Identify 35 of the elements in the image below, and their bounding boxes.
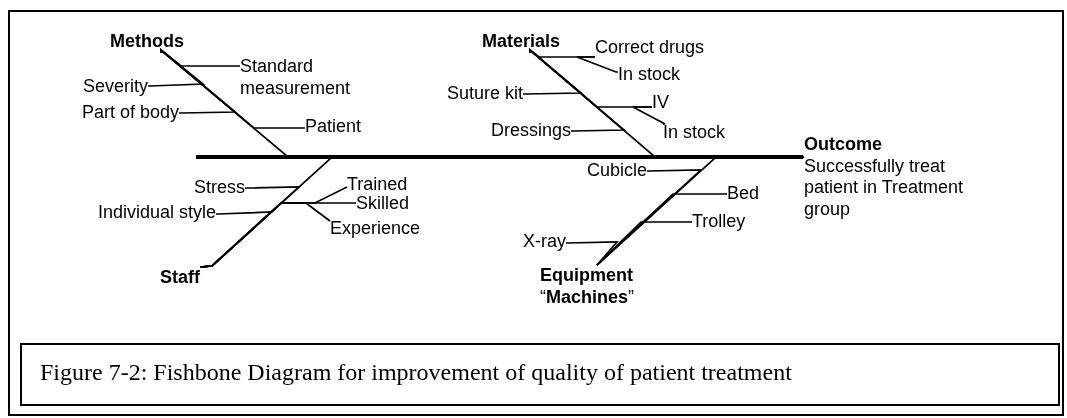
category-subtitle: “Machines” (540, 286, 635, 309)
cause-label: Correct drugs (595, 37, 705, 59)
cause-label: Skilled (356, 193, 410, 215)
cause-label: Bed (727, 183, 760, 205)
cause-rib (160, 48, 306, 129)
cause-label: Dressings (490, 120, 571, 142)
outcome-text: Successfully treat patient in Treatment group (804, 155, 965, 221)
cause-label: Trained (347, 174, 408, 196)
cause-label: Patient (305, 116, 362, 138)
figure-caption: Figure 7-2: Fishbone Diagram for improvement of quality of patient treatment (40, 359, 792, 386)
cause-label: In stock (618, 64, 681, 86)
cause-label: Suture kit (446, 83, 523, 105)
cause-label: Part of body (81, 102, 179, 124)
outcome-heading: Outcome (804, 134, 883, 156)
cause-rib (565, 241, 619, 266)
cause-label: Cubicle (586, 160, 647, 182)
cause-rib (596, 193, 728, 266)
cause-label: Trolley (692, 211, 746, 233)
cause-rib (632, 106, 666, 125)
cause-rib (596, 221, 693, 266)
cause-label: Experience (330, 218, 421, 240)
cause-label: Stress (194, 177, 245, 199)
cause-rib (576, 56, 619, 73)
category-label: Methods (110, 31, 184, 53)
category-label: Materials (482, 31, 561, 53)
cause-rib (199, 202, 331, 268)
cause-label: IV (652, 92, 669, 114)
category-label: Equipment (540, 265, 634, 287)
cause-label: Severity (82, 76, 148, 98)
cause-label: Standard measurement (240, 56, 380, 100)
category-label: Staff (160, 267, 200, 289)
cause-label: In stock (663, 122, 726, 144)
cause-rib (529, 48, 627, 132)
cause-label: Individual style (97, 202, 216, 224)
cause-label: X-ray (523, 231, 566, 253)
